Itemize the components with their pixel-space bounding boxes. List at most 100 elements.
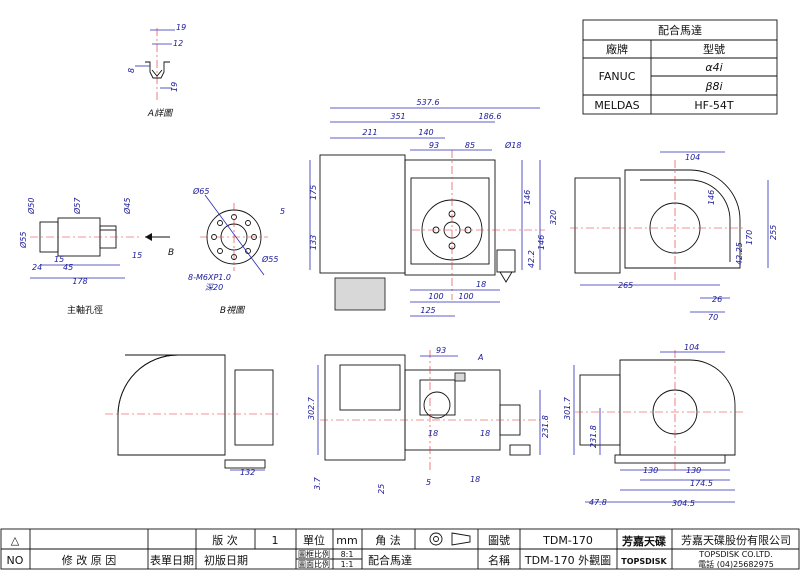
revision-symbol: △ (11, 534, 20, 547)
bore-dim-d55: Ø55 (18, 232, 28, 249)
bottom-front-dim-3-7: 3.7 (313, 476, 322, 490)
col-first-edition-date: 初版日期 (204, 553, 248, 567)
col-no: NO (7, 554, 24, 567)
right-top-dim-42-25: 42.25 (735, 242, 744, 265)
right-top-dim-70: 70 (708, 313, 718, 322)
front-dim-18: 18 (476, 280, 486, 289)
bottom-front-dim-5: 5 (426, 478, 431, 487)
front-dim-100b: 100 (458, 292, 473, 301)
front-dim-125: 125 (420, 306, 435, 315)
motor-table-title: 配合馬達 (658, 23, 702, 37)
right-bottom-dim-47-8: 47.8 (589, 498, 607, 507)
front-dim-42-2: 42.2 (527, 250, 536, 268)
front-dim-186-6: 186.6 (479, 112, 502, 121)
view-b-dim-5: 5 (280, 207, 285, 216)
projection-symbol-icon (429, 532, 471, 546)
left-view-bottom: 132 (105, 354, 280, 477)
spindle-bore-caption: 主軸孔徑 (67, 304, 103, 316)
front-dim-211: 211 (362, 128, 377, 137)
front-dim-320: 320 (549, 210, 558, 225)
col-form-date: 表單日期 (150, 553, 194, 567)
motor-brand-meldas: MELDAS (594, 99, 639, 112)
company-name-cn: 芳嘉天碟股份有限公司 (681, 533, 791, 547)
company-logo-en: TOPSDISK (621, 557, 667, 566)
right-top-dim-104: 104 (685, 153, 700, 162)
company-logo-cn: 芳嘉天碟 (622, 534, 666, 548)
bore-dim-45: 45 (63, 263, 73, 272)
detail-a-dim-19: 19 (176, 23, 186, 32)
right-view-top: 104 146 42.25 170 255 265 26 70 (570, 151, 778, 322)
bore-dim-15: 15 (54, 255, 64, 264)
edition-label: 版 次 (212, 533, 238, 547)
front-dim-537-6: 537.6 (417, 98, 440, 107)
motor-table: 配合馬達 廠牌 型號 FANUC α4i β8i MELDAS HF-54T (582, 19, 778, 115)
motor-model-b8i: β8i (704, 80, 722, 93)
right-bottom-dim-304-5: 304.5 (672, 499, 695, 508)
right-bottom-dim-130b: 130 (686, 466, 701, 475)
right-top-dim-146: 146 (707, 190, 716, 205)
view-b-dim-d65: Ø65 (192, 186, 209, 196)
front-dim-146b: 146 (537, 235, 546, 250)
front-dim-85: 85 (465, 141, 475, 150)
detail-a-dim-8: 8 (127, 68, 136, 73)
front-dim-146: 146 (523, 190, 532, 205)
motor-table-col-brand: 廠牌 (606, 42, 628, 56)
bottom-front-dim-18c: 18 (470, 475, 480, 484)
projection-label: 角 法 (375, 533, 401, 547)
right-top-dim-255: 255 (769, 225, 778, 240)
edition-value: 1 (272, 534, 279, 547)
view-b: B Ø65 5 Ø55 8-M6XP1.0 深20 B視圖 (145, 186, 285, 316)
unit-label: 單位 (303, 533, 325, 547)
match-motor-label: 配合馬達 (368, 553, 412, 567)
front-dim-140: 140 (418, 128, 433, 137)
view-b-caption: B視圖 (220, 305, 246, 316)
detail-a-dim-12: 12 (173, 39, 183, 48)
motor-table-col-model: 型號 (703, 42, 725, 56)
unit-value: mm (336, 534, 357, 547)
right-bottom-dim-231-8: 231.8 (589, 425, 598, 448)
bore-dim-d45: Ø45 (122, 198, 132, 215)
scale-value-drawing: 8:1 (341, 550, 354, 559)
drawing-no-value: TDM-170 (542, 534, 593, 547)
spindle-bore-view: Ø50 Ø57 Ø45 Ø55 24 15 45 15 178 主軸孔徑 (18, 197, 142, 316)
front-dim-175: 175 (309, 185, 318, 200)
right-bottom-dim-301-7: 301.7 (563, 396, 572, 420)
motor-model-hf54t: HF-54T (694, 99, 734, 112)
front-view-bottom: 93 A 302.7 18 231.8 18 3.7 25 5 18 (307, 346, 550, 494)
motor-model-a4i: α4i (705, 61, 722, 74)
right-view-bottom: 104 301.7 231.8 130 130 174.5 47.8 304.5 (563, 343, 745, 508)
detail-a-dim-19b: 19 (170, 82, 179, 92)
front-dim-351: 351 (390, 112, 405, 121)
right-bottom-dim-130a: 130 (643, 466, 658, 475)
company-name-en: TOPSDISK CO.LTD. (698, 550, 773, 559)
bottom-front-dim-231-8: 231.8 (541, 415, 550, 438)
motor-brand-fanuc: FANUC (599, 70, 636, 83)
view-b-arrow-label: B (168, 248, 174, 258)
left-bottom-dim-132: 132 (240, 468, 255, 477)
right-bottom-dim-104: 104 (684, 343, 699, 352)
company-tel: 電話 (04)25682975 (698, 559, 774, 569)
front-view: 537.6 351 186.6 211 140 93 85 Ø18 175 13… (309, 98, 558, 317)
bore-dim-15b: 15 (132, 251, 142, 260)
front-dim-d18: Ø18 (504, 140, 521, 150)
right-bottom-dim-174-5: 174.5 (690, 479, 713, 488)
col-reason: 修 改 原 因 (62, 553, 117, 567)
scale-label-surface: 圖面比例 (298, 559, 330, 569)
detail-a: 19 12 8 19 A詳圖 (127, 23, 186, 119)
scale-label-drawing: 圖框比例 (298, 549, 330, 559)
bottom-front-dim-93: 93 (436, 346, 446, 355)
name-value: TDM-170 外觀圖 (524, 554, 611, 567)
bottom-front-dim-18: 18 (428, 429, 438, 438)
view-b-dim-thread: 8-M6XP1.0 (188, 273, 231, 282)
section-label-a: A (477, 353, 483, 362)
name-label: 名稱 (488, 553, 510, 567)
right-top-dim-26: 26 (712, 295, 722, 304)
bore-dim-178: 178 (72, 277, 87, 286)
view-b-dim-d55: Ø55 (261, 254, 278, 264)
front-dim-93: 93 (429, 141, 439, 150)
bore-dim-24: 24 (32, 263, 42, 272)
bottom-front-dim-18b: 18 (480, 429, 490, 438)
view-b-dim-depth: 深20 (205, 283, 223, 292)
